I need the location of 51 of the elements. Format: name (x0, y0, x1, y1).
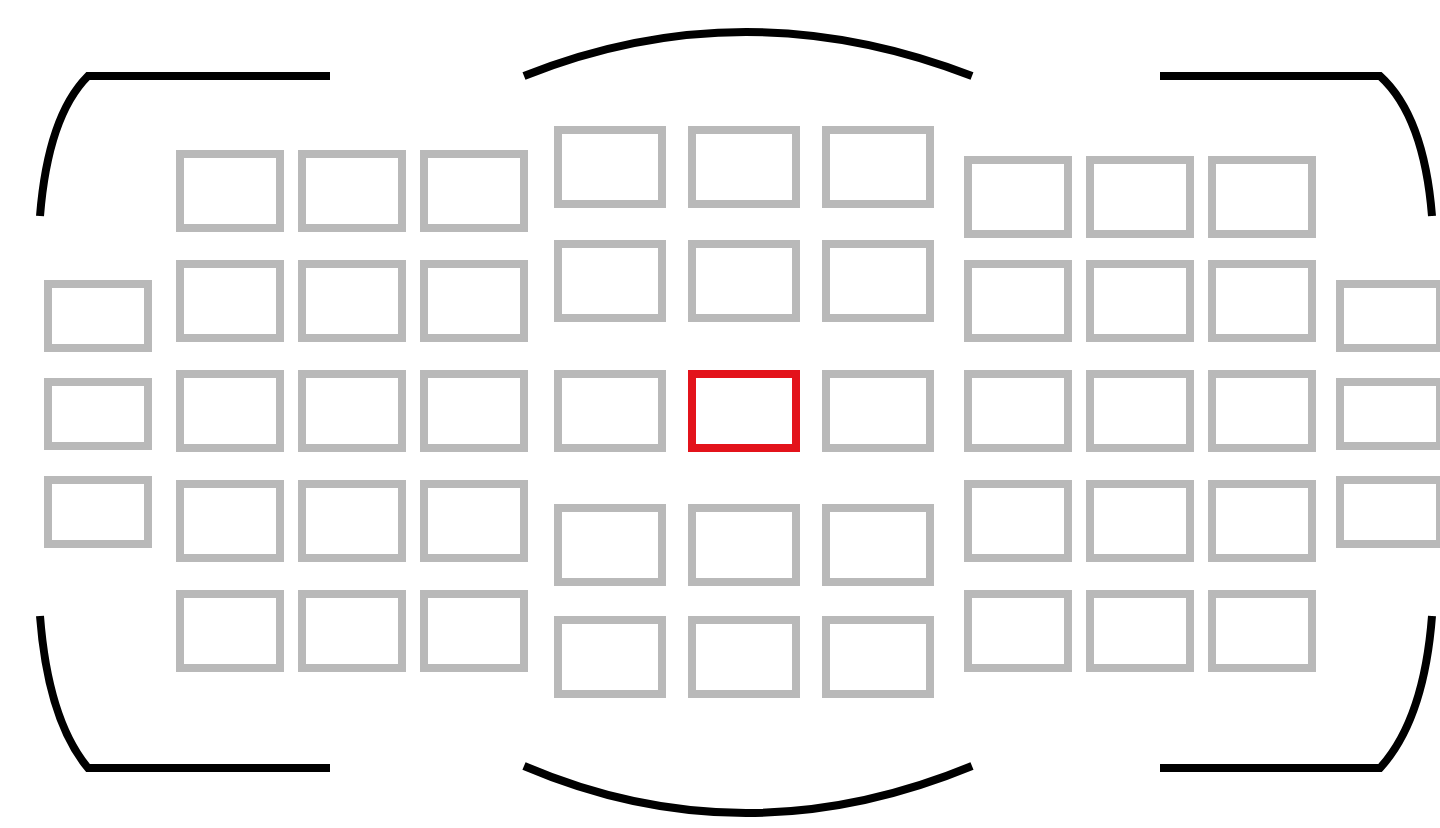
focus-point (964, 480, 1072, 562)
focus-point (298, 260, 406, 342)
focus-point (1208, 370, 1316, 452)
focus-point (176, 480, 284, 562)
focus-point (1208, 260, 1316, 342)
focus-point (554, 126, 666, 208)
focus-point (420, 370, 528, 452)
focus-point (298, 590, 406, 672)
focus-point (298, 480, 406, 562)
focus-point (176, 150, 284, 232)
focus-point (688, 504, 800, 586)
focus-point (822, 616, 934, 698)
focus-point (688, 616, 800, 698)
focus-point (176, 260, 284, 342)
focus-point (964, 590, 1072, 672)
focus-point (964, 260, 1072, 342)
focus-point (298, 370, 406, 452)
focus-point (1336, 378, 1440, 450)
focus-point (822, 126, 934, 208)
focus-point (822, 504, 934, 586)
focus-point (176, 370, 284, 452)
focus-point (1086, 260, 1194, 342)
focus-point (1208, 480, 1316, 562)
focus-point (420, 590, 528, 672)
focus-point (44, 280, 152, 352)
focus-point (964, 156, 1072, 238)
focus-point (420, 260, 528, 342)
focus-point (1086, 156, 1194, 238)
focus-point (420, 480, 528, 562)
focus-point (688, 126, 800, 208)
selected-focus-point (688, 370, 800, 452)
focus-point (554, 616, 666, 698)
focus-point (554, 504, 666, 586)
focus-point (964, 370, 1072, 452)
focus-point (554, 370, 666, 452)
focus-point (1336, 476, 1440, 548)
focus-point (1086, 370, 1194, 452)
focus-point (822, 370, 934, 452)
focus-point (688, 240, 800, 322)
focus-point (822, 240, 934, 322)
focus-point (1336, 280, 1440, 352)
focus-point (44, 476, 152, 548)
focus-point (1208, 590, 1316, 672)
focus-point (420, 150, 528, 232)
focus-point (298, 150, 406, 232)
focus-point (44, 378, 152, 450)
focus-point (1086, 480, 1194, 562)
focus-point (1086, 590, 1194, 672)
focus-point (554, 240, 666, 322)
focus-point (1208, 156, 1316, 238)
focus-point (176, 590, 284, 672)
